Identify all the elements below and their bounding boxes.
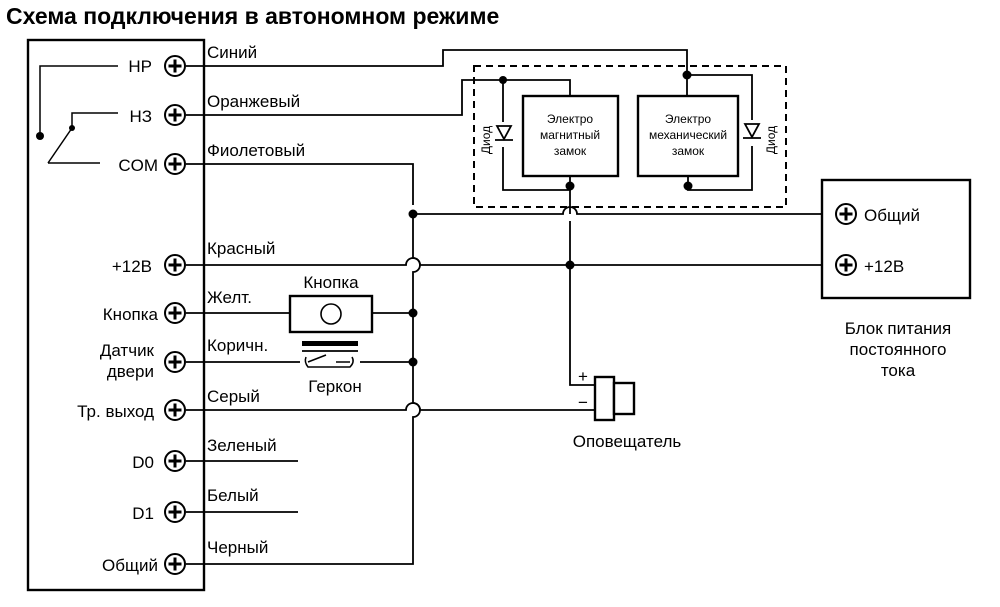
terminal-screw-icon xyxy=(163,350,187,374)
terminal-screw-icon xyxy=(834,202,858,226)
terminal-screw-icon xyxy=(834,253,858,277)
terminal-label-d1: D1 xyxy=(132,504,154,523)
diagram-title: Схема подключения в автономном режиме xyxy=(6,3,499,29)
terminal-label-button: Кнопка xyxy=(103,305,159,324)
magnetic-lock-assembly: Диод Электро магнитный замок xyxy=(479,79,620,191)
terminal-screw-icon xyxy=(163,152,187,176)
mechanical-lock-label-2: механический xyxy=(649,128,727,142)
terminal-label-d0: D0 xyxy=(132,453,154,472)
mechanical-lock-box xyxy=(636,94,740,178)
annunciator-plus: + xyxy=(578,367,588,386)
wire-label-green: Зеленый xyxy=(207,436,277,455)
terminal-screw-icon xyxy=(163,552,187,576)
terminal-label-door-sensor-2: двери xyxy=(107,362,154,381)
psu-caption-2: постоянного xyxy=(850,340,947,359)
diode-label-left: Диод xyxy=(479,126,493,154)
annunciator-body xyxy=(593,375,616,422)
terminal-screw-icon xyxy=(163,301,187,325)
annunciator-head xyxy=(612,381,636,416)
terminal-label-alarm-out: Тр. выход xyxy=(77,402,154,421)
terminal-screw-icon xyxy=(163,54,187,78)
wires xyxy=(186,49,835,565)
mechanical-lock-label-3: замок xyxy=(672,144,705,158)
magnetic-lock-label-3: замок xyxy=(554,144,587,158)
wire-label-red: Красный xyxy=(207,239,275,258)
wire-label-violet: Фиолетовый xyxy=(207,141,305,160)
wire-label-grey: Серый xyxy=(207,387,260,406)
terminal-screw-icon xyxy=(163,253,187,277)
psu-terminal-12v: +12В xyxy=(864,257,904,276)
wire-label-blue: Синий xyxy=(207,43,257,62)
terminal-label-common: Общий xyxy=(102,556,158,575)
diode-label-right: Диод xyxy=(764,126,778,154)
mechanical-lock-label-1: Электро xyxy=(665,112,711,126)
magnetic-lock-label-1: Электро xyxy=(547,112,593,126)
reed-switch-label: Геркон xyxy=(308,377,361,396)
lock-group-frame xyxy=(473,65,787,208)
wire-label-black: Черный xyxy=(207,538,268,557)
psu-caption-1: Блок питания xyxy=(845,319,952,338)
annunciator-component: + − Оповещатель xyxy=(573,367,682,451)
annunciator-label: Оповещатель xyxy=(573,432,682,451)
psu-terminal-common: Общий xyxy=(864,206,920,225)
wire-label-brown: Коричн. xyxy=(207,336,268,355)
button-circle-icon xyxy=(320,303,342,325)
relay-contact-symbol xyxy=(36,65,118,164)
terminal-screw-icon xyxy=(163,449,187,473)
terminal-screw-icon xyxy=(163,103,187,127)
psu-caption-3: тока xyxy=(881,361,916,380)
wire-label-yellow: Желт. xyxy=(207,288,252,307)
terminal-screw-icon xyxy=(163,398,187,422)
terminal-label-12v: +12В xyxy=(112,257,152,276)
terminal-label-no: НР xyxy=(128,57,152,76)
reed-switch-component: Геркон xyxy=(302,341,362,396)
exit-button-component: Кнопка xyxy=(288,273,374,334)
button-label: Кнопка xyxy=(303,273,359,292)
terminal-label-nc: НЗ xyxy=(129,107,152,126)
power-supply-component: Общий +12В Блок питания постоянного тока xyxy=(820,178,972,380)
terminal-label-com: COM xyxy=(118,156,158,175)
terminal-label-door-sensor-1: Датчик xyxy=(100,341,155,360)
magnetic-lock-box xyxy=(521,94,620,178)
wire-label-orange: Оранжевый xyxy=(207,92,300,111)
annunciator-minus: − xyxy=(578,393,588,412)
wire-label-white: Белый xyxy=(207,486,259,505)
magnetic-lock-label-2: магнитный xyxy=(540,128,600,142)
terminal-screw-icon xyxy=(163,500,187,524)
power-supply-box xyxy=(820,178,972,300)
mechanical-lock-assembly: Диод Электро механический замок xyxy=(636,74,778,191)
